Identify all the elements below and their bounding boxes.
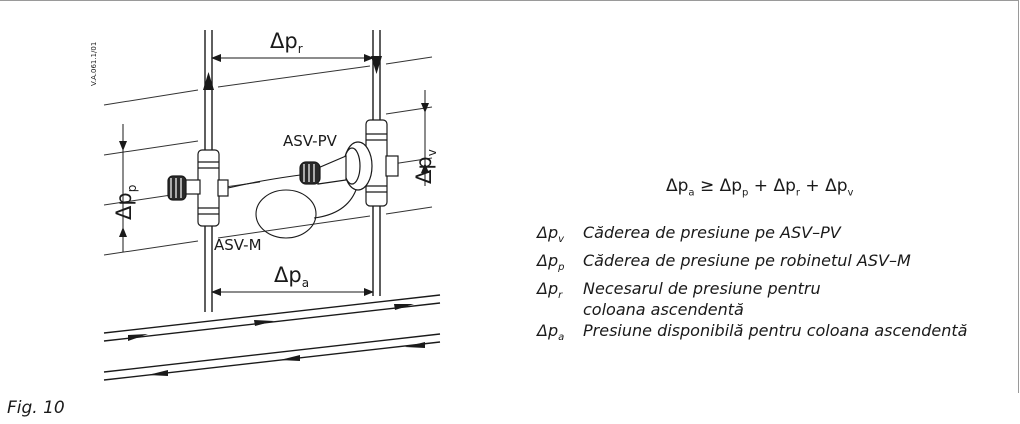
legend-item: Δpr Necesarul de presiune pentru coloana… — [537, 279, 821, 320]
figure-label: Fig. 10 — [7, 398, 65, 418]
asv-m-label: ASV-M — [214, 236, 262, 254]
horizontal-pipes — [103, 294, 441, 381]
asv-pv-valve-icon — [299, 119, 399, 207]
legend-item: Δpa Presiune disponibilă pentru coloana … — [537, 321, 968, 344]
legend-item: Δpv Căderea de presiune pe ASV–PV — [537, 223, 841, 246]
dp-p-label: Δpp — [112, 185, 139, 220]
pipe-flow-arrows-icon — [128, 304, 425, 376]
symbol-legend: Δpv Căderea de presiune pe ASV–PV Δpp Că… — [537, 222, 1020, 349]
legend-item: Δpp Căderea de presiune pe robinetul ASV… — [537, 251, 911, 274]
dp-a-label: Δpa — [274, 263, 309, 290]
pressure-formula: Δpa ≥ Δpp + Δpr + Δpv — [666, 176, 854, 199]
asv-m-valve-icon — [167, 149, 229, 227]
flow-arrow-up-icon — [203, 72, 214, 90]
piping-diagram: Δpr Δpa Δpp Δpv ASV-PV ASV-M — [90, 29, 441, 381]
dp-v-label: Δpv — [412, 149, 439, 184]
asv-pv-label: ASV-PV — [283, 132, 338, 150]
dimension-dp-r — [211, 40, 374, 66]
figure-frame — [0, 0, 1019, 393]
drawing-code: V.A.061.1/01 — [90, 42, 98, 86]
dp-r-label: Δpr — [270, 29, 303, 56]
